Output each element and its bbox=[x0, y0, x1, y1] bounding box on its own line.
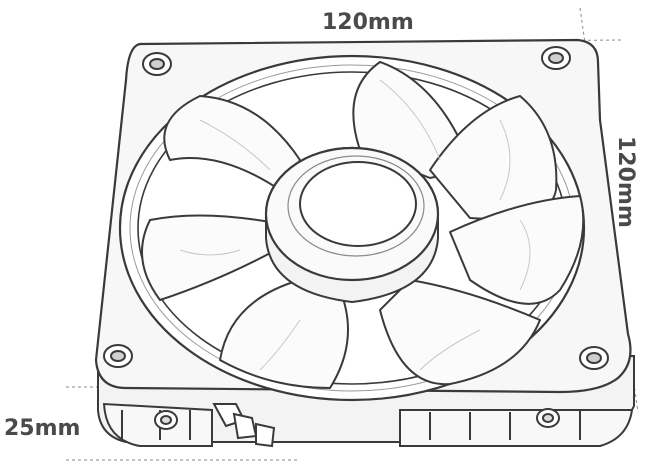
fan-hub bbox=[264, 146, 440, 304]
fan-blade bbox=[219, 279, 349, 389]
screw-holes bbox=[103, 46, 609, 370]
fan-blades bbox=[141, 61, 585, 389]
screw-hole-top-left bbox=[142, 52, 172, 76]
fan-blade bbox=[141, 214, 277, 301]
width-dimension-label: 120mm bbox=[322, 10, 414, 35]
blade-texture bbox=[179, 79, 531, 371]
screw-hole-bottom-left bbox=[103, 344, 133, 368]
height-dimension-label: 120mm bbox=[613, 136, 638, 228]
fan-connector bbox=[212, 403, 276, 448]
fan-blade bbox=[449, 195, 585, 305]
fan-blade bbox=[379, 279, 541, 386]
screw-hole-bottom-right bbox=[579, 346, 609, 370]
depth-dimension-label: 25mm bbox=[4, 416, 81, 441]
screw-hole-top-right bbox=[541, 46, 571, 70]
